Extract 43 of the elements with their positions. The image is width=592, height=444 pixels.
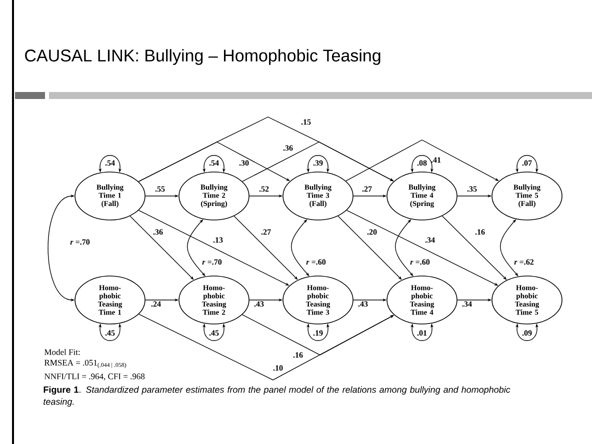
edge-label: .43 — [357, 300, 369, 308]
edge-label: .39 — [312, 160, 324, 166]
edge-label: .36 — [152, 228, 164, 236]
edge-label: .35 — [466, 186, 478, 192]
edge-label: r =.60 — [410, 258, 430, 266]
edge-label: .36 — [282, 144, 294, 152]
edge-label: .43 — [253, 300, 265, 308]
edge-label: .45 — [208, 330, 220, 336]
edge-label: .34 — [461, 300, 473, 308]
model-fit-text: Model Fit: — [44, 348, 80, 355]
edge-label: .16 — [474, 228, 486, 236]
edge-label: .09 — [521, 330, 533, 336]
edge-label: .54 — [104, 160, 116, 166]
path-arrow — [234, 216, 298, 280]
edge-label: .15 — [300, 118, 312, 126]
edge-label: r =.70 — [202, 258, 222, 266]
edge-label: .16 — [292, 352, 304, 358]
edge-label: .01 — [416, 330, 428, 336]
edge-label: .55 — [154, 186, 166, 192]
edge-label: r =.62 — [514, 258, 534, 266]
edge-label: .52 — [258, 186, 270, 192]
edge-label: .24 — [150, 300, 162, 308]
model-fit-text: NNFI/TLI = .964, CFI = .968 — [44, 374, 145, 380]
edge-label: .13 — [212, 236, 224, 244]
model-fit-text: RMSEA = .051$_{(.044 | .058)}$ — [44, 360, 126, 368]
edge-label: .27 — [260, 228, 272, 236]
edge-label: .10 — [272, 364, 284, 372]
edge-label: .20 — [366, 228, 378, 236]
slide-title: CAUSAL LINK: Bullying – Homophobic Teasing — [25, 49, 380, 65]
edge-label: .08 — [416, 160, 428, 166]
edge-label: .41 — [430, 156, 442, 164]
path-arrow — [130, 216, 194, 280]
path-arrow — [338, 216, 402, 280]
edge-label: .27 — [361, 186, 373, 192]
edge-label: .30 — [238, 160, 250, 166]
edge-label: .54 — [208, 160, 220, 166]
edge-label: .19 — [312, 330, 324, 336]
edge-label: r =.70 — [70, 238, 90, 246]
edge-label: .07 — [521, 160, 533, 166]
edge-label: .45 — [104, 330, 116, 336]
figure-caption: Figure 1. Standardized parameter estimates from the panel model of the relations among bullying and homophobic teasing. — [44, 386, 510, 407]
edge-label: .34 — [424, 236, 436, 244]
edge-label: r =.60 — [306, 258, 326, 266]
